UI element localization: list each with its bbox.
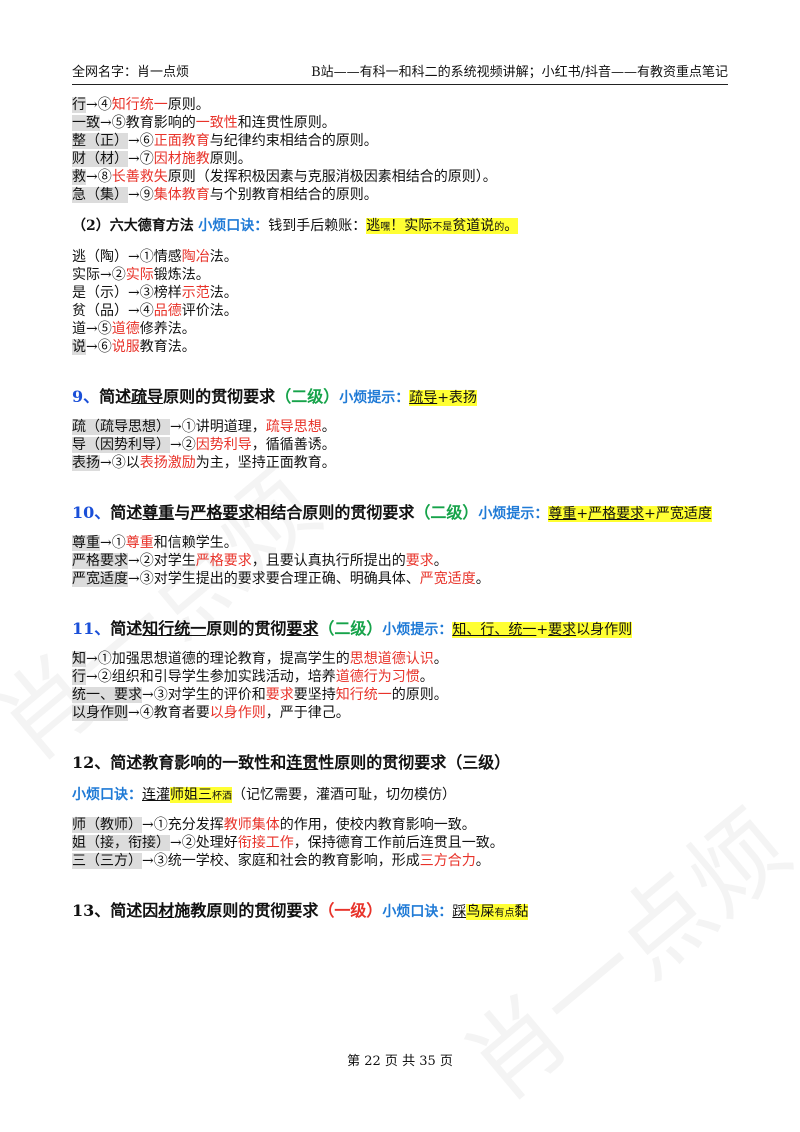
list-item: 说→⑥说服教育法。: [72, 339, 196, 355]
list-item: 是（示）→③榜样示范法。: [72, 285, 238, 301]
list-item: 整（正）→⑥正面教育与纪律约束相结合的原则。: [72, 133, 378, 149]
section-heading-q12: 12、简述教育影响的一致性和连贯性原则的贯彻要求（三级）: [72, 753, 511, 772]
page-content: 行→④知行统一原则。 一致→⑤教育影响的一致性和连贯性原则。 整（正）→⑥正面教…: [72, 96, 728, 922]
q12-mnemonic: 小烦口诀：连灌师姐三杯酒（记忆需要，灌酒可耻，切勿模仿）: [72, 787, 456, 803]
list-item: 师（教师）→①充分发挥教师集体的作用，使校内教育影响一致。: [72, 817, 476, 833]
section-heading-q11: 11、简述知行统一原则的贯彻要求（二级）小烦提示：知、行、统一+要求以身作则: [72, 619, 633, 638]
mnemonic-highlight: 逃嘿！实际不是贫道说的。: [366, 218, 519, 234]
list-item: 行→④知行统一原则。: [72, 97, 210, 113]
list-item: 尊重→①尊重和信赖学生。: [72, 535, 238, 551]
list-item: 姐（接，衔接）→②处理好衔接工作，保持德育工作前后连贯且一致。: [72, 835, 504, 851]
list-item: 道→⑤道德修养法。: [72, 321, 196, 337]
list-item: 贫（品）→④品德评价法。: [72, 303, 238, 319]
q11-list: 知→①加强思想道德的理论教育，提高学生的思想道德认识。 行→②组织和引导学生参加…: [72, 650, 728, 722]
methods-heading: （2）六大德育方法 小烦口诀：钱到手后赖账：逃嘿！实际不是贫道说的。: [72, 218, 519, 234]
header-right: B站——有科一和科二的系统视频讲解；小红书/抖音——有教资重点笔记: [311, 65, 728, 80]
section-heading-q13: 13、简述因材施教原则的贯彻要求（一级）小烦口诀：踩鸟屎有点黏: [72, 901, 529, 920]
list-item: 三（三方）→③统一学校、家庭和社会的教育影响，形成三方合力。: [72, 853, 490, 869]
list-item: 疏（疏导思想）→①讲明道理，疏导思想。: [72, 419, 336, 435]
methods-list: 逃（陶）→①情感陶冶法。 实际→②实际锻炼法。 是（示）→③榜样示范法。 贫（品…: [72, 248, 728, 356]
list-item: 严宽适度→③对学生提出的要求要合理正确、明确具体、严宽适度。: [72, 571, 490, 587]
q9-list: 疏（疏导思想）→①讲明道理，疏导思想。 导（因势利导）→②因势利导，循循善诱。 …: [72, 418, 728, 472]
q12-list: 师（教师）→①充分发挥教师集体的作用，使校内教育影响一致。 姐（接，衔接）→②处…: [72, 816, 728, 870]
section-heading-q10: 10、简述尊重与严格要求相结合原则的贯彻要求（二级）小烦提示：尊重+严格要求+严…: [72, 503, 712, 522]
list-item: 严格要求→②对学生严格要求，且要认真执行所提出的要求。: [72, 553, 448, 569]
list-item: 财（材）→⑦因材施教原则。: [72, 151, 252, 167]
list-item: 救→⑧长善救失原则（发挥积极因素与克服消极因素相结合的原则）。: [72, 169, 497, 185]
header-left: 全网名字：肖一点烦: [72, 65, 190, 80]
q10-list: 尊重→①尊重和信赖学生。 严格要求→②对学生严格要求，且要认真执行所提出的要求。…: [72, 534, 728, 588]
list-item: 知→①加强思想道德的理论教育，提高学生的思想道德认识。: [72, 651, 448, 667]
list-item: 一致→⑤教育影响的一致性和连贯性原则。: [72, 115, 336, 131]
list-item: 实际→②实际锻炼法。: [72, 267, 210, 283]
principles-list: 行→④知行统一原则。 一致→⑤教育影响的一致性和连贯性原则。 整（正）→⑥正面教…: [72, 96, 728, 204]
list-item: 逃（陶）→①情感陶冶法。: [72, 249, 238, 265]
section-heading-q9: 9、简述疏导原则的贯彻要求（二级）小烦提示：疏导+表扬: [72, 387, 477, 406]
list-item: 导（因势利导）→②因势利导，循循善诱。: [72, 437, 336, 453]
page-number: 第 22 页 共 35 页: [347, 1054, 453, 1069]
list-item: 以身作则→④教育者要以身作则，严于律己。: [72, 705, 350, 721]
list-item: 行→②组织和引导学生参加实践活动，培养道德行为习惯。: [72, 669, 434, 685]
page-header: 全网名字：肖一点烦 B站——有科一和科二的系统视频讲解；小红书/抖音——有教资重…: [72, 56, 728, 85]
list-item: 表扬→③以表扬激励为主，坚持正面教育。: [72, 455, 336, 471]
list-item: 急（集）→⑨集体教育与个别教育相结合的原则。: [72, 187, 378, 203]
list-item: 统一、要求→③对学生的评价和要求要坚持知行统一的原则。: [72, 687, 448, 703]
